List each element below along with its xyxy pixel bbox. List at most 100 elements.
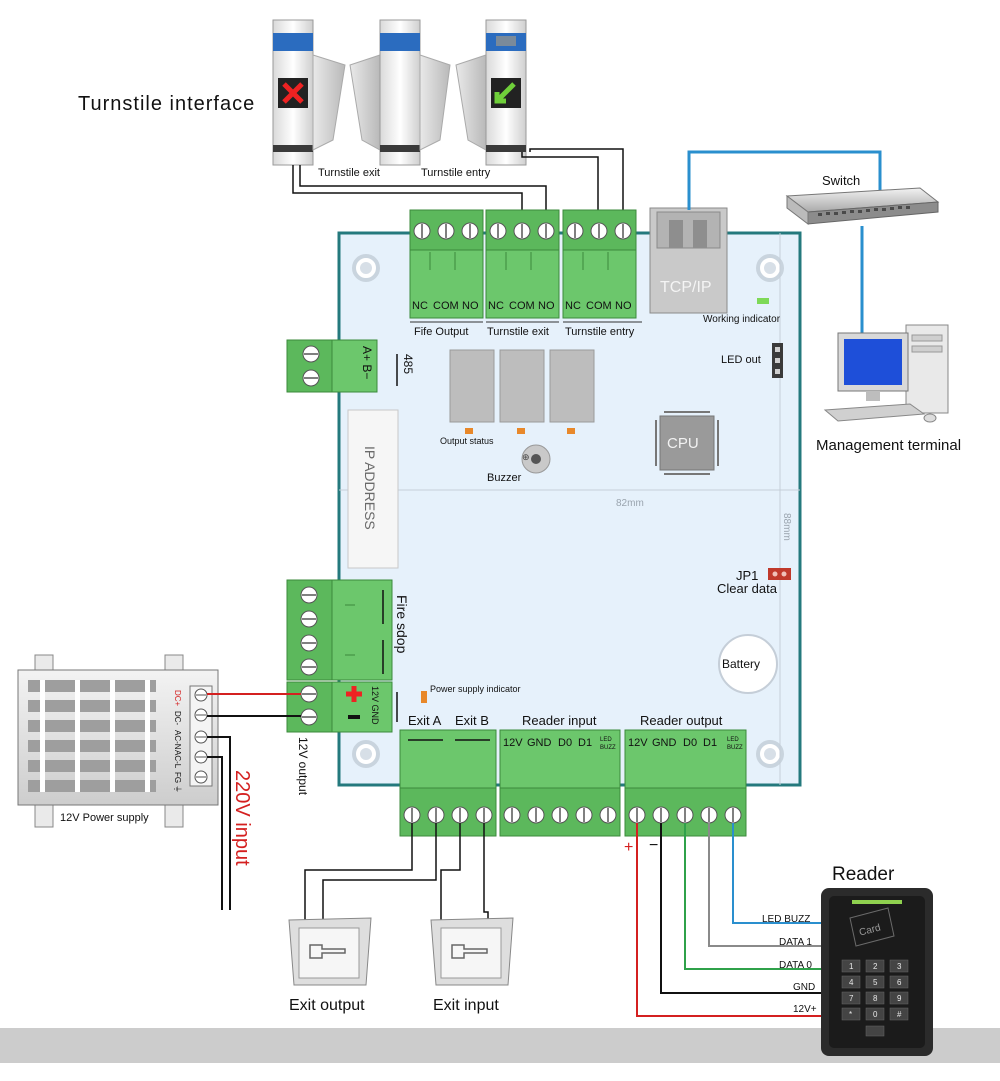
psu-dc-minus: DC- [173, 711, 182, 726]
psu-vents [28, 680, 156, 792]
fire-output-caption: Fife Output [414, 326, 468, 338]
reader-in-buzz: BUZZ [600, 745, 616, 751]
turnstile-entry-label: Turnstile entry [421, 167, 491, 179]
width-dimension: 82mm [616, 498, 644, 509]
reader-minus-sign: − [649, 837, 658, 854]
power-indicator-led [421, 691, 427, 703]
fire-stop-terminal [286, 579, 393, 681]
exit-terminal [399, 729, 497, 837]
led-out-header [772, 343, 783, 378]
reader-wires [636, 823, 826, 1017]
power-supply-unit: DC+ DC- AC-N AC-L FG ⏚ 12V Power supply [17, 654, 219, 828]
12v-output-terminal: 12V GND [286, 681, 393, 733]
exit-a-label: Exit A [408, 713, 442, 728]
key-3: 3 [897, 962, 902, 971]
management-terminal-label: Management terminal [816, 437, 961, 454]
buzzer-icon: ⊕ [521, 444, 551, 474]
fire-nc-label: NC [412, 300, 428, 312]
psu-wires [207, 693, 301, 910]
wire-data1: DATA 1 [779, 937, 812, 948]
fire-output-terminal [409, 209, 484, 319]
management-terminal-icon [823, 324, 949, 423]
reader-out-12v: 12V [628, 737, 648, 749]
rs485-pins: A+ B− [360, 346, 374, 379]
key-icon [451, 944, 488, 959]
reader-title: Reader [832, 864, 895, 885]
exit-input-button [430, 917, 514, 986]
ip-address-label-area [347, 409, 399, 569]
key-icon [309, 944, 346, 959]
svg-text:⊕: ⊕ [522, 453, 530, 463]
switch-label: Switch [822, 173, 860, 188]
reader-out-d0: D0 [683, 737, 697, 749]
turnstile-exit-label: Turnstile exit [318, 167, 380, 179]
rj45-port: TCP/IP [649, 207, 728, 314]
cpu-chip: CPU [655, 411, 719, 475]
turnstile-post-middle [349, 19, 451, 166]
power-supply-label: 12V Power supply [60, 812, 149, 824]
key-2: 2 [873, 962, 878, 971]
working-indicator-label: Working indicator [703, 314, 781, 325]
card-outline-icon [849, 907, 895, 947]
output-status-leds [465, 428, 575, 434]
turnstile-exit-terminal [485, 209, 560, 319]
psu-dc-plus: DC+ [173, 690, 182, 707]
ac-input-label: 220V input [231, 770, 253, 866]
key-4: 4 [849, 978, 854, 987]
turnstile-group: Turnstile exit Turnstile entry [272, 19, 527, 179]
diagram-title: Turnstile interface [78, 93, 255, 115]
battery-cell [718, 634, 778, 694]
plus-icon [346, 686, 362, 702]
network-switch-icon [785, 187, 940, 226]
lan-cable [687, 150, 882, 340]
reader-in-led: LED [600, 737, 612, 743]
stop-cross-icon [282, 82, 304, 104]
key-9: 9 [897, 994, 902, 1003]
relays [449, 349, 595, 423]
turnstile-exit-caption: Turnstile exit [487, 326, 549, 338]
key-1: 1 [849, 962, 854, 971]
bell-key-icon [865, 1025, 885, 1037]
exit-b-label: Exit B [455, 713, 489, 728]
reader-out-d1: D1 [703, 737, 717, 749]
output-status-label: Output status [440, 436, 494, 446]
entry-nc-label: NC [565, 300, 581, 312]
reader-in-gnd: GND [527, 737, 552, 749]
reader-in-d0: D0 [558, 737, 572, 749]
reader-input-terminal [499, 729, 621, 837]
exit-output-label: Exit output [289, 997, 365, 1014]
key-8: 8 [873, 994, 878, 1003]
psu-ac-l: AC-L [173, 750, 182, 769]
12v-output-label: 12V output [296, 737, 310, 796]
wire-12v: 12V+ [793, 1004, 817, 1015]
key-0: 0 [873, 1010, 878, 1019]
psu-terminals [189, 685, 213, 787]
exit-com-label: COM [509, 300, 535, 312]
control-board: 82mm 88mm NC COM NO NC [286, 207, 802, 837]
buzzer-label: Buzzer [487, 472, 522, 484]
reader-out-gnd: GND [652, 737, 677, 749]
fire-stop-label: Fire sdop [394, 595, 410, 654]
turnstile-post-left [272, 19, 346, 166]
fire-no-label: NO [462, 300, 479, 312]
turnstile-post-right [455, 19, 527, 166]
reader-input-label: Reader input [522, 713, 597, 728]
entry-no-label: NO [615, 300, 632, 312]
power-indicator-label: Power supply indicator [430, 684, 521, 694]
led-out-label: LED out [721, 354, 761, 366]
wire-gnd: GND [793, 982, 815, 993]
exit-wires [304, 823, 489, 925]
height-dimension: 88mm [781, 513, 792, 541]
key-star: * [849, 1010, 852, 1019]
reader-in-12v: 12V [503, 737, 523, 749]
entry-com-label: COM [586, 300, 612, 312]
psu-fg: FG [173, 772, 182, 783]
key-7: 7 [849, 994, 854, 1003]
power-pins-label: 12V GND [370, 686, 380, 725]
keypad [841, 959, 909, 1021]
clear-data-label: Clear data [717, 581, 778, 596]
reader-plus-sign: + [624, 839, 633, 856]
ip-address-label: IP ADDRESS [362, 446, 378, 530]
jp1-label: JP1 [736, 568, 758, 583]
